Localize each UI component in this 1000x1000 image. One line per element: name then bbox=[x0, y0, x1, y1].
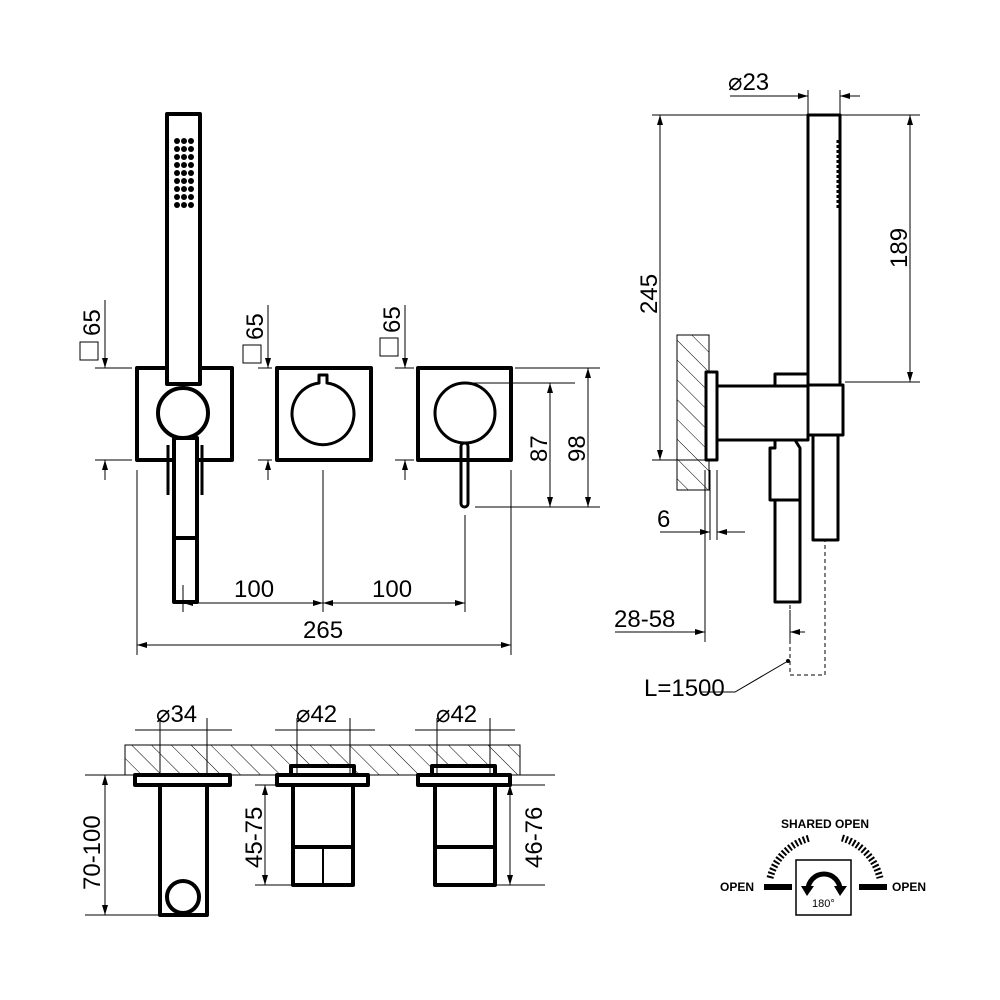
angle-label: 180° bbox=[812, 898, 835, 910]
side-view: ⌀23 245 189 6 28-58 L=1500 bbox=[614, 69, 920, 702]
curved-arrow-icon bbox=[805, 871, 843, 891]
total-height-label: 98 bbox=[564, 435, 591, 462]
rotation-icon: SHARED OPEN OPEN OPEN 180° bbox=[720, 817, 926, 916]
front-view: 65 65 65 87 98 100 bbox=[79, 112, 600, 655]
spray-hole bbox=[181, 146, 187, 152]
spray-hole bbox=[174, 202, 180, 208]
spray-holes bbox=[174, 138, 194, 208]
total-length-label: 245 bbox=[636, 274, 663, 314]
spray-hole bbox=[188, 178, 194, 184]
dim-plate-left: 65 bbox=[79, 300, 132, 480]
spray-hole bbox=[181, 194, 187, 200]
spray-hole bbox=[188, 138, 194, 144]
wall-section bbox=[676, 334, 710, 491]
spray-hole bbox=[188, 162, 194, 168]
spray-hole bbox=[188, 186, 194, 192]
mixer-unit bbox=[416, 366, 513, 509]
lever-height-label: 87 bbox=[526, 435, 553, 462]
handshower-length-label: 189 bbox=[886, 228, 913, 268]
plate-size-label: 65 bbox=[79, 309, 106, 336]
spray-hole bbox=[174, 154, 180, 160]
spray-hole bbox=[174, 146, 180, 152]
shared-open-label: SHARED OPEN bbox=[781, 817, 869, 831]
projection-range-label: 28-58 bbox=[614, 606, 675, 633]
mixer-body bbox=[416, 764, 512, 887]
spray-hole bbox=[188, 202, 194, 208]
spray-hole bbox=[181, 186, 187, 192]
spray-hole bbox=[174, 138, 180, 144]
dim-plate-middle: 65 bbox=[242, 305, 272, 480]
spray-hole bbox=[181, 202, 187, 208]
spray-hole bbox=[188, 154, 194, 160]
spray-hole bbox=[174, 178, 180, 184]
plate-size-label: 65 bbox=[242, 313, 269, 340]
spacing-left-label: 100 bbox=[234, 576, 274, 603]
spray-hole bbox=[174, 170, 180, 176]
open-right-label: OPEN bbox=[892, 880, 926, 894]
spray-hole bbox=[181, 138, 187, 144]
spray-hole bbox=[188, 170, 194, 176]
depth-range-label: 45-75 bbox=[241, 807, 268, 868]
spray-hole bbox=[188, 146, 194, 152]
overall-width-label: 265 bbox=[303, 617, 343, 644]
depth-range-label: 46-76 bbox=[521, 807, 548, 868]
diameter-label: ⌀42 bbox=[436, 701, 477, 728]
spray-hole bbox=[174, 162, 180, 168]
open-left-label: OPEN bbox=[720, 880, 754, 894]
top-view: ⌀34 ⌀42 ⌀42 70-100 45-75 46-76 bbox=[79, 701, 555, 917]
spray-hole bbox=[181, 178, 187, 184]
diverter-unit bbox=[275, 366, 373, 462]
spray-hole bbox=[181, 162, 187, 168]
dim-plate-right: 65 bbox=[379, 305, 414, 480]
spray-hole bbox=[181, 154, 187, 160]
spray-hole bbox=[174, 194, 180, 200]
handshower-unit bbox=[135, 112, 234, 604]
handshower-body bbox=[133, 773, 232, 917]
depth-range-label: 70-100 bbox=[79, 815, 106, 890]
hose-length-label: L=1500 bbox=[644, 675, 725, 702]
diameter-label: ⌀23 bbox=[728, 69, 769, 96]
diverter-body bbox=[275, 764, 370, 887]
spacing-right-label: 100 bbox=[372, 576, 412, 603]
spray-hole bbox=[181, 170, 187, 176]
plate-depth-label: 6 bbox=[657, 506, 670, 533]
diameter-label: ⌀34 bbox=[156, 701, 197, 728]
diameter-label: ⌀42 bbox=[296, 701, 337, 728]
plate-size-label: 65 bbox=[379, 306, 406, 333]
spray-hole bbox=[188, 194, 194, 200]
spray-hole bbox=[174, 186, 180, 192]
